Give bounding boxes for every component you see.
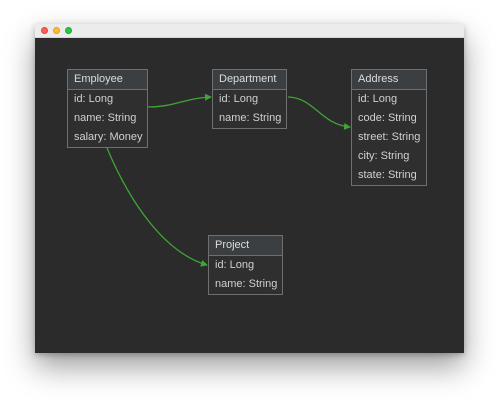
entity-employee-title: Employee bbox=[68, 70, 147, 90]
entity-address-field-street: street: String bbox=[358, 131, 421, 143]
entity-employee-field-name: name: String bbox=[74, 112, 137, 124]
entity-department-field-id: id: Long bbox=[219, 93, 259, 105]
entity-employee[interactable]: Employee id: Long name: String salary: M… bbox=[67, 69, 148, 148]
entity-project-title: Project bbox=[209, 236, 282, 256]
entity-address-field-id: id: Long bbox=[358, 93, 398, 105]
entity-project-field-name: name: String bbox=[215, 278, 278, 290]
edge-department-address bbox=[287, 96, 351, 130]
entity-project[interactable]: Project id: Long name: String bbox=[208, 235, 283, 295]
diagram-canvas[interactable]: Employee id: Long name: String salary: M… bbox=[35, 38, 464, 353]
window-titlebar[interactable] bbox=[35, 24, 464, 38]
entity-address-title: Address bbox=[352, 70, 426, 90]
entity-address-field-code: code: String bbox=[358, 112, 417, 124]
relation-edges bbox=[106, 93, 351, 267]
edge-employee-department bbox=[147, 93, 212, 108]
entity-employee-field-salary: salary: Money bbox=[74, 131, 143, 143]
maximize-window-button[interactable] bbox=[65, 27, 72, 34]
minimize-window-button[interactable] bbox=[53, 27, 60, 34]
diagram-window: Employee id: Long name: String salary: M… bbox=[35, 24, 464, 353]
close-window-button[interactable] bbox=[41, 27, 48, 34]
entity-department[interactable]: Department id: Long name: String bbox=[212, 69, 287, 129]
entity-address-field-city: city: String bbox=[358, 150, 410, 162]
entity-address-field-state: state: String bbox=[358, 169, 417, 181]
entity-department-field-name: name: String bbox=[219, 112, 282, 124]
entity-department-title: Department bbox=[213, 70, 286, 90]
entity-project-field-id: id: Long bbox=[215, 259, 255, 271]
entity-address[interactable]: Address id: Long code: String street: St… bbox=[351, 69, 427, 186]
edge-employee-project bbox=[106, 147, 208, 267]
entity-employee-field-id: id: Long bbox=[74, 93, 114, 105]
